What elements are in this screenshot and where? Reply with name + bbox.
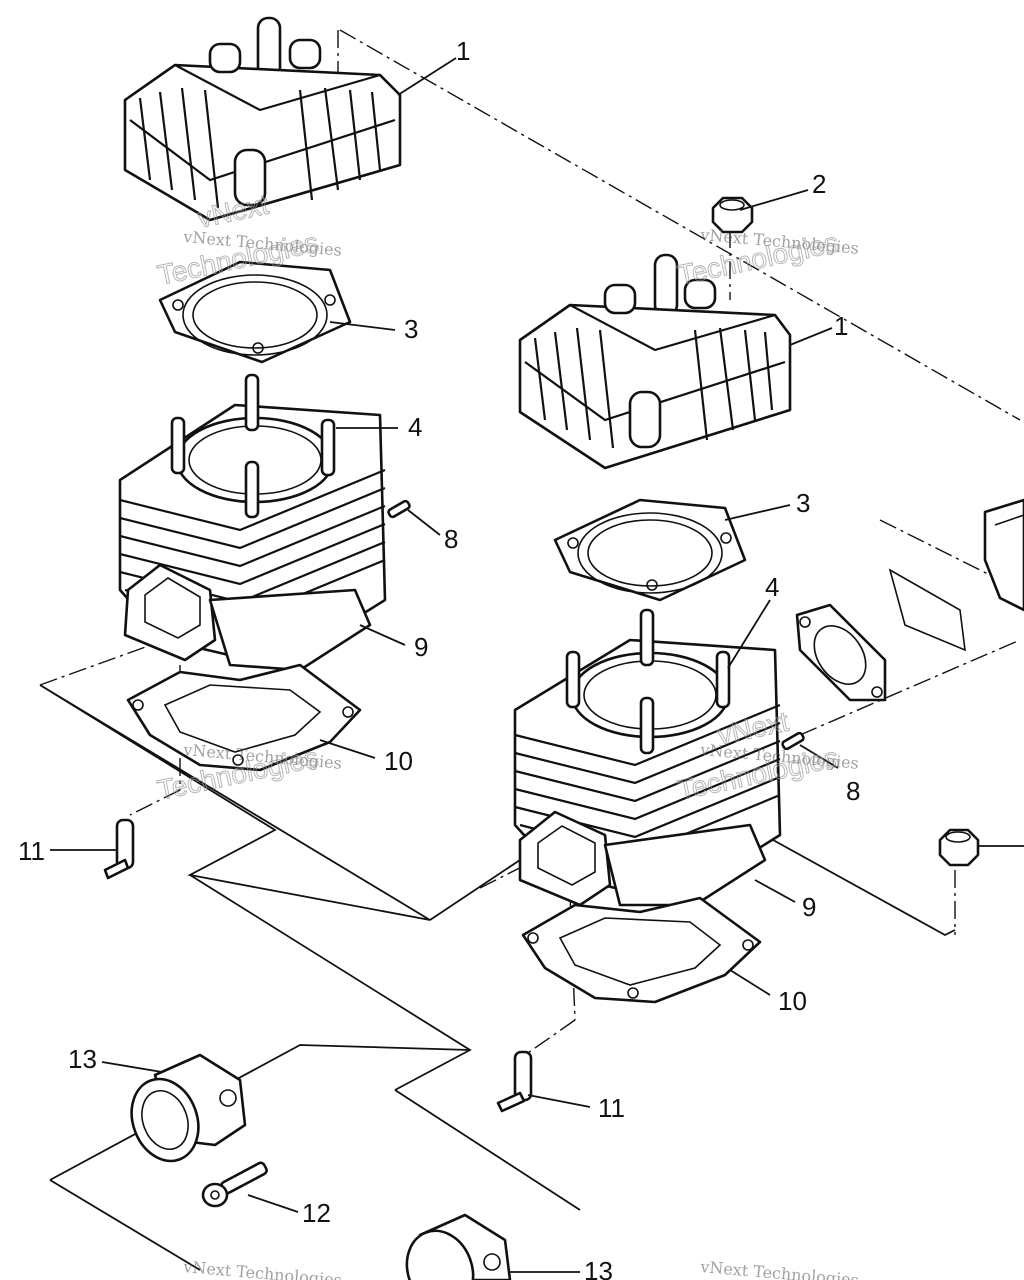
callout-8-left: 8 (444, 524, 458, 554)
cylinder-left (118, 373, 387, 672)
callout-numbers: 1 1 2 3 3 4 4 8 8 9 9 10 10 11 11 12 13 … (18, 36, 860, 1280)
callout-10-left: 10 (384, 746, 413, 776)
callout-13-left: 13 (68, 1044, 97, 1074)
callout-10-right: 10 (778, 986, 807, 1016)
callout-12: 12 (302, 1198, 331, 1228)
callout-2: 2 (812, 169, 826, 199)
callout-9-right: 9 (802, 892, 816, 922)
head-nut (711, 196, 754, 234)
callout-11-right: 11 (598, 1093, 625, 1123)
cylinder-head-right (518, 253, 792, 470)
leader-lines (50, 57, 1024, 1273)
callout-3-right: 3 (796, 488, 810, 518)
base-gasket-left (126, 663, 362, 772)
flange-bolt (201, 1161, 268, 1208)
cylinder-right (513, 608, 782, 907)
assembly-lines (39, 29, 1021, 1271)
callout-4-right: 4 (765, 572, 779, 602)
base-gasket-right (521, 896, 762, 1004)
callout-4-left: 4 (408, 412, 422, 442)
intake-flange-right (405, 1213, 512, 1280)
callout-1-right: 1 (834, 311, 848, 341)
callout-9-left: 9 (414, 632, 428, 662)
callout-3-left: 3 (404, 314, 418, 344)
callout-13-right: 13 (584, 1256, 613, 1280)
watermark-brand-5: vNext Technologies (182, 1257, 343, 1280)
cylinder-stud-right (781, 731, 805, 751)
intake-flange-left (130, 1053, 247, 1163)
side-nut (938, 828, 980, 867)
head-gasket-left (158, 260, 352, 364)
watermark-brand-6: vNext Technologies (699, 1257, 860, 1280)
callout-8-right: 8 (846, 776, 860, 806)
pulse-fitting-right (496, 1050, 533, 1113)
pulse-fitting-left (103, 818, 135, 880)
cylinder-head-left (123, 16, 402, 222)
callout-1-left: 1 (456, 36, 470, 66)
head-gasket-right (553, 498, 747, 602)
cylinder-stud-left (387, 499, 411, 519)
callout-11-left: 11 (18, 836, 45, 866)
intake-manifold-right (795, 498, 1024, 702)
